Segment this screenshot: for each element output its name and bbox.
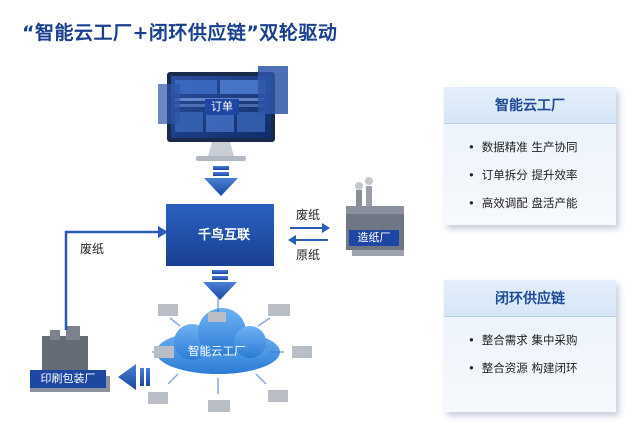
arrow-left-icon — [118, 364, 150, 390]
panel-closed-loop: 闭环供应链 整合需求 集中采购 整合资源 构建闭环 — [444, 280, 616, 412]
waste-paper-label-right: 废纸 — [296, 208, 321, 222]
paper-mill-label: 造纸厂 — [349, 230, 399, 246]
list-item: 整合需求 集中采购 — [468, 332, 578, 360]
panel-header — [444, 280, 616, 317]
list-item: 订单拆分 提升效率 — [468, 167, 578, 195]
order-label: 订单 — [205, 99, 239, 115]
panel-title: 闭环供应链 — [495, 291, 565, 307]
list-item: 数据精准 生产协同 — [468, 139, 578, 167]
page-title: “智能云工厂+闭环供应链”双轮驱动 — [22, 22, 338, 44]
panel-smart-cloud: 智能云工厂 数据精准 生产协同 订单拆分 提升效率 高效调配 盘活产能 — [444, 87, 616, 225]
brand-name: 千鸟互联 — [198, 228, 251, 243]
arrow-down-icon-2 — [203, 270, 237, 300]
cloud-factory-label: 智能云工厂 — [188, 344, 246, 358]
list-item: 整合资源 构建闭环 — [468, 360, 578, 388]
qianniao-brand-box — [166, 204, 274, 266]
bullet-list: 数据精准 生产协同 订单拆分 提升效率 高效调配 盘活产能 — [468, 139, 578, 223]
bullet-list: 整合需求 集中采购 整合资源 构建闭环 — [468, 332, 578, 388]
waste-paper-loop-arrow — [64, 226, 168, 330]
base-paper-label: 原纸 — [296, 248, 321, 262]
panel-title: 智能云工厂 — [495, 98, 565, 114]
arrow-down-icon — [204, 166, 238, 196]
exchange-arrows-icon — [288, 223, 330, 245]
print-factory-label: 印刷包装厂 — [30, 370, 106, 388]
list-item: 高效调配 盘活产能 — [468, 195, 578, 223]
waste-paper-label-left: 废纸 — [80, 242, 105, 256]
cloud-factory-icon — [148, 298, 312, 412]
panel-header — [444, 87, 616, 124]
